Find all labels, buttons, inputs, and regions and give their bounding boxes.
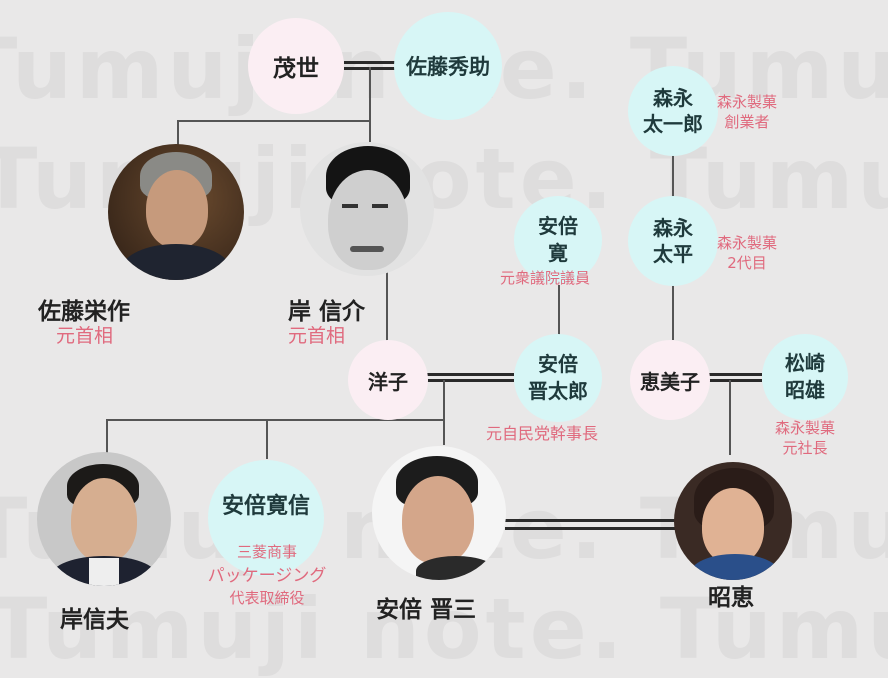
person-name: 茂世 bbox=[273, 56, 319, 82]
person-name-akie: 昭恵 bbox=[708, 585, 754, 611]
person-name-line: 安倍 bbox=[538, 214, 578, 238]
role-line: 三菱商事 bbox=[236, 543, 297, 561]
person-role-morinaga-taichiro: 森永製菓 創業者 bbox=[717, 92, 777, 133]
person-name-line: 太一郎 bbox=[643, 112, 703, 136]
descent-line bbox=[729, 380, 731, 455]
role-line: 森永製菓 bbox=[775, 419, 836, 437]
descent-line bbox=[369, 67, 371, 142]
person-role-abe-shintaro: 元自民党幹事長 bbox=[486, 424, 599, 443]
person-name-line: 松崎 bbox=[785, 351, 825, 375]
portrait-photo-abe-shinzo bbox=[372, 446, 506, 580]
person-name: 安倍寛信 bbox=[221, 494, 310, 519]
person-name: 佐藤秀助 bbox=[406, 55, 490, 79]
person-node-morinaga-taichiro: 森永 太一郎 bbox=[628, 66, 718, 156]
person-node-abe-shintaro: 安倍 晋太郎 bbox=[514, 334, 602, 422]
person-name-sato-eisaku: 佐藤栄作 bbox=[38, 299, 130, 325]
descent-line bbox=[672, 152, 674, 202]
descent-line bbox=[106, 419, 108, 453]
person-name-line: 安倍 bbox=[538, 352, 578, 376]
person-role-matsuzaki-akio: 森永製菓 元社長 bbox=[775, 418, 835, 459]
role-line: 代表取締役 bbox=[229, 589, 305, 608]
person-role-kishi-nobusuke: 元首相 bbox=[288, 325, 346, 347]
role-line: 創業者 bbox=[724, 113, 770, 132]
person-name-abe-shinzo: 安倍 晋三 bbox=[376, 597, 477, 623]
role-line: 元社長 bbox=[782, 439, 828, 458]
person-name-kishi-nobuo: 岸信夫 bbox=[60, 607, 129, 633]
person-node-emiko: 恵美子 bbox=[630, 340, 710, 420]
sibling-line bbox=[177, 120, 370, 122]
portrait-photo-sato-eisaku bbox=[108, 144, 244, 280]
person-role-abe-kan: 元衆議院議員 bbox=[500, 269, 591, 287]
role-line: パッケージング bbox=[207, 565, 327, 586]
person-name-line: 森永 bbox=[653, 216, 693, 240]
person-name-line: 太平 bbox=[653, 242, 693, 266]
marriage-line bbox=[505, 519, 677, 530]
marriage-line bbox=[427, 373, 514, 382]
person-name-line: 昭雄 bbox=[785, 378, 825, 402]
person-node-shigeyo: 茂世 bbox=[248, 18, 344, 114]
role-line: 2代目 bbox=[727, 254, 767, 273]
person-role-abe-hironobu: 三菱商事 パッケージング 代表取締役 bbox=[195, 542, 339, 610]
marriage-line bbox=[706, 373, 762, 382]
person-node-abe-kan: 安倍 寛 bbox=[514, 196, 602, 284]
person-name-line: 寛 bbox=[548, 241, 568, 265]
descent-line bbox=[266, 419, 268, 459]
descent-line bbox=[558, 285, 560, 340]
portrait-photo-akie bbox=[674, 462, 792, 580]
descent-line bbox=[386, 270, 388, 355]
person-node-matsuzaki-akio: 松崎 昭雄 bbox=[762, 334, 848, 420]
person-node-sato-hidesuke: 佐藤秀助 bbox=[394, 12, 502, 120]
portrait-photo-kishi-nobuo bbox=[37, 452, 171, 586]
person-name-line: 晋太郎 bbox=[528, 379, 588, 403]
person-node-yoko: 洋子 bbox=[348, 340, 428, 420]
descent-line bbox=[443, 380, 445, 445]
person-name: 恵美子 bbox=[640, 369, 700, 394]
person-role-sato-eisaku: 元首相 bbox=[56, 325, 114, 347]
role-line: 森永製菓 bbox=[717, 93, 778, 111]
descent-line bbox=[177, 120, 179, 145]
role-line: 森永製菓 bbox=[717, 234, 778, 252]
person-node-abe-hironobu: 安倍寛信 bbox=[208, 460, 324, 576]
portrait-photo-kishi-nobusuke bbox=[300, 142, 434, 276]
sibling-line bbox=[106, 419, 445, 421]
person-role-morinaga-taihei: 森永製菓 2代目 bbox=[717, 233, 777, 274]
person-name-line: 森永 bbox=[653, 86, 693, 110]
person-node-morinaga-taihei: 森永 太平 bbox=[628, 196, 718, 286]
descent-line bbox=[672, 282, 674, 340]
person-name: 洋子 bbox=[368, 369, 408, 394]
person-name-kishi-nobusuke: 岸 信介 bbox=[288, 299, 366, 325]
